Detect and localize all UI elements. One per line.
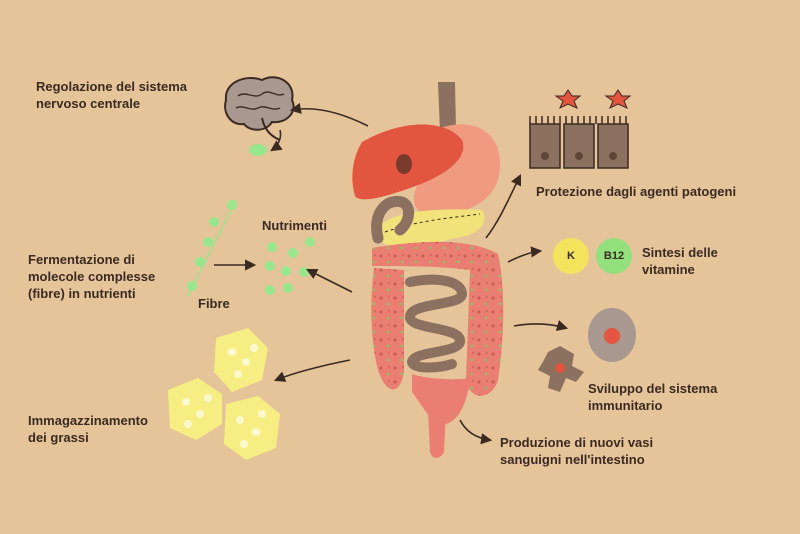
brain-signal-dot [249, 144, 267, 156]
arrow-brain-signal [270, 129, 283, 152]
label-blood-vessels: Produzione di nuovi vasi sanguigni nell'… [500, 435, 654, 467]
pathogen-icon [554, 89, 632, 110]
pancreas [376, 209, 485, 247]
vitamin-b12-badge: B12 [596, 238, 632, 274]
label-fat-storage: Immagazzinamento dei grassi [28, 413, 148, 445]
label-fiber: Fibre [198, 296, 230, 311]
vitamin-k-badge: K [553, 238, 589, 274]
fiber-chain-icon [187, 199, 237, 297]
label-immune-development: Sviluppo del sistema immunitario [588, 381, 718, 413]
gallbladder [396, 154, 412, 174]
brain-icon [224, 76, 295, 156]
arrow-to-fat [273, 359, 351, 382]
label-nutrients: Nutrimenti [262, 218, 327, 233]
arrow-to-pathogens [485, 173, 522, 239]
label-cns: Regolazione del sistema nervoso centrale [36, 79, 187, 111]
label-pathogen-protection: Protezione dagli agenti patogeni [536, 184, 737, 199]
small-intestine [405, 274, 468, 373]
arrow-to-nutrients [305, 268, 353, 293]
duodenum [371, 195, 414, 244]
esophagus [438, 82, 456, 132]
rectum [428, 410, 446, 458]
stomach [413, 124, 501, 215]
liver [352, 124, 464, 200]
fat-cells-icon [168, 328, 280, 460]
large-intestine [371, 241, 504, 458]
arrow-to-vitamins [507, 246, 543, 263]
nutrient-dots-icon [265, 237, 315, 295]
arrow-to-immune [513, 320, 569, 331]
arrow-to-brain [289, 102, 369, 127]
arrow-to-vessels [459, 419, 493, 445]
label-vitamin-synthesis: Sintesi delle vitamine [642, 245, 718, 277]
immune-cell-icon [538, 308, 636, 392]
arrows [214, 102, 569, 445]
label-fermentation: Fermentazione di molecole complesse (fib… [28, 252, 156, 301]
epithelium-icon [529, 116, 629, 169]
